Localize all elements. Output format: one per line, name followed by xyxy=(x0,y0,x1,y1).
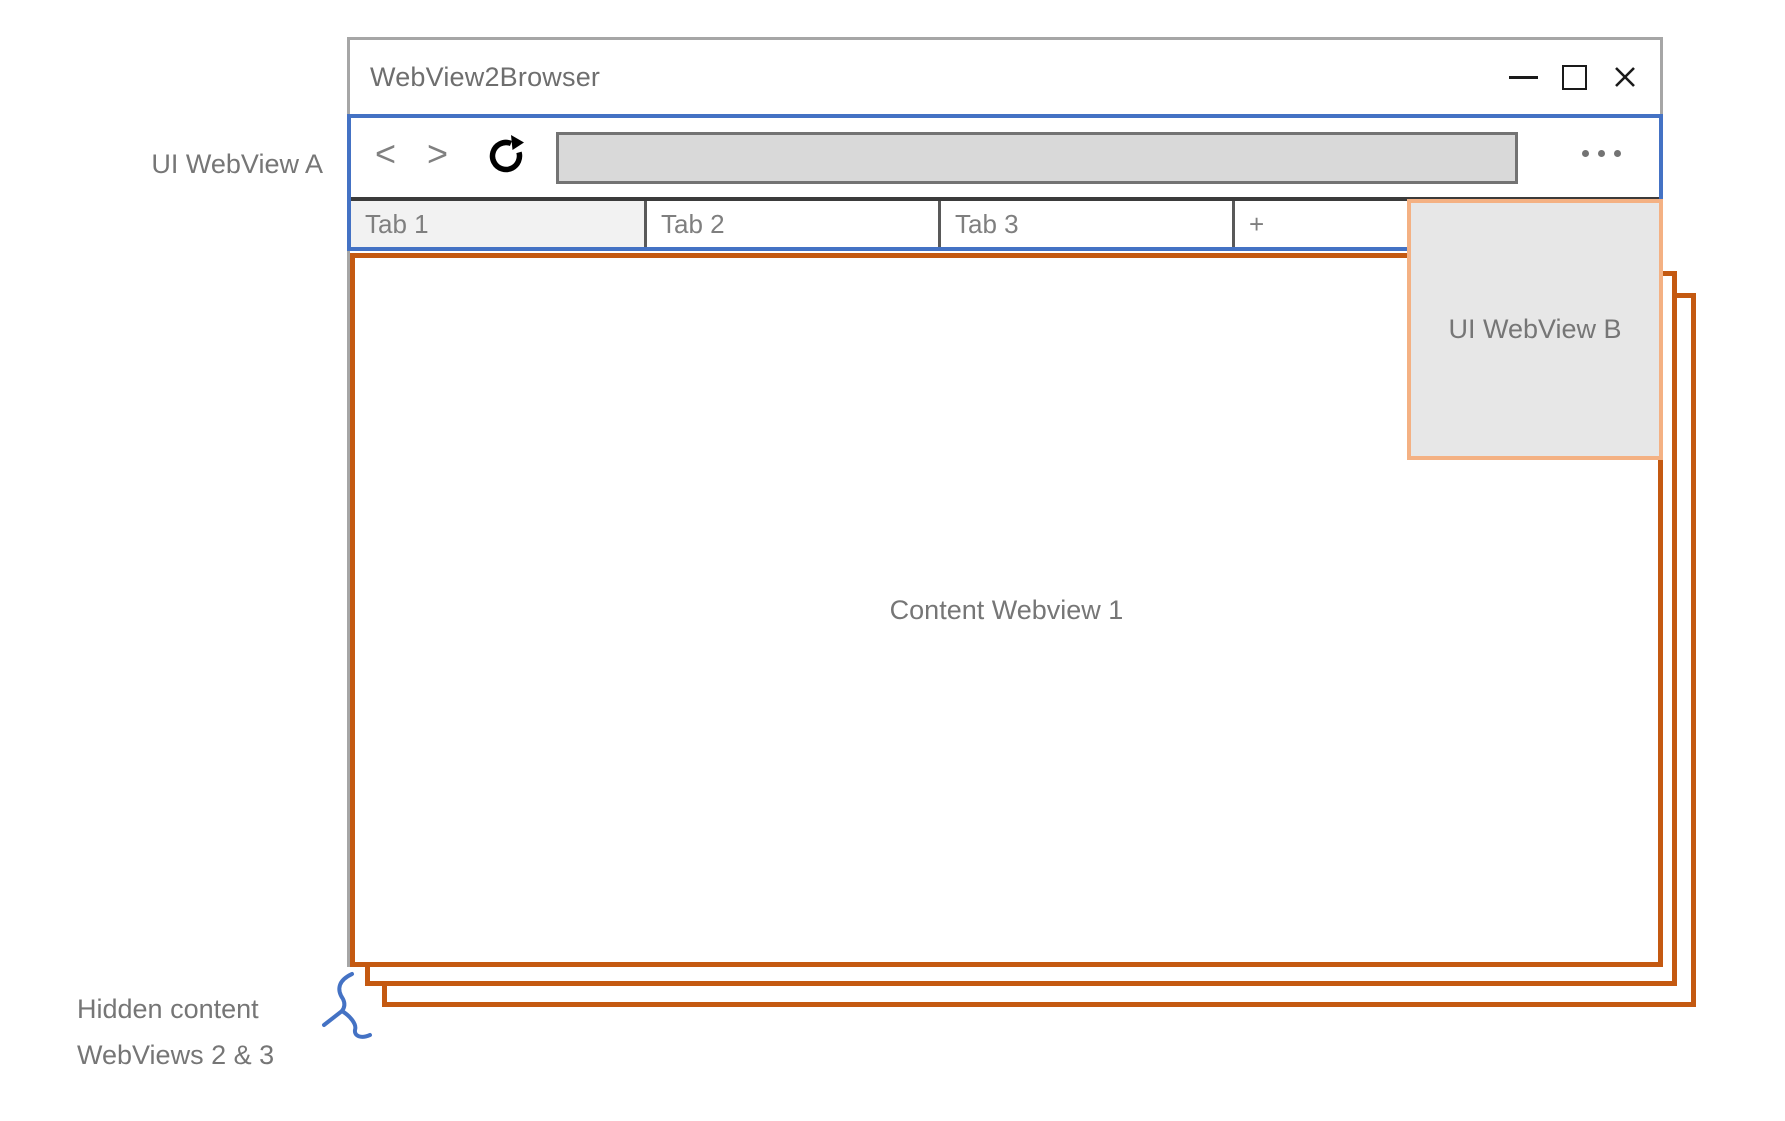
ellipsis-dot xyxy=(1582,150,1589,157)
hidden-webviews-label: Hidden content WebViews 2 & 3 xyxy=(77,986,274,1078)
title-bar: WebView2Browser xyxy=(350,40,1660,114)
more-menu-button[interactable] xyxy=(1582,150,1621,157)
forward-icon: > xyxy=(427,133,449,174)
tab-3-label: Tab 3 xyxy=(955,208,1019,239)
hidden-webviews-label-line1: Hidden content xyxy=(77,994,259,1024)
maximize-icon xyxy=(1561,64,1587,90)
maximize-button[interactable] xyxy=(1559,62,1589,92)
brace-icon xyxy=(322,972,372,1039)
new-tab-icon: + xyxy=(1249,208,1265,239)
ui-webview-b-panel: UI WebView B xyxy=(1407,199,1663,460)
tab-2[interactable]: Tab 2 xyxy=(647,201,941,247)
window-controls xyxy=(1508,40,1640,114)
minimize-button[interactable] xyxy=(1508,62,1538,92)
tab-1[interactable]: Tab 1 xyxy=(351,201,647,247)
tab-1-label: Tab 1 xyxy=(365,208,429,239)
back-button[interactable]: < xyxy=(375,136,396,172)
close-button[interactable] xyxy=(1610,62,1640,92)
navigation-bar: < > xyxy=(351,118,1659,197)
reload-icon xyxy=(489,135,524,173)
minimize-icon xyxy=(1508,75,1538,79)
ellipsis-dot xyxy=(1614,150,1621,157)
address-bar-input[interactable] xyxy=(556,132,1518,184)
tab-3[interactable]: Tab 3 xyxy=(941,201,1235,247)
window-title: WebView2Browser xyxy=(370,61,601,92)
content-webview-1-label: Content Webview 1 xyxy=(889,594,1124,625)
ui-webview-a-frame: < > Tab 1 xyxy=(347,114,1663,251)
close-icon xyxy=(1615,67,1635,87)
tab-2-label: Tab 2 xyxy=(661,208,725,239)
reload-button[interactable] xyxy=(485,134,527,176)
ellipsis-dot xyxy=(1598,150,1605,157)
forward-button[interactable]: > xyxy=(427,136,448,172)
back-icon: < xyxy=(375,133,397,174)
ui-webview-a-label: UI WebView A xyxy=(151,149,323,179)
ui-webview-b-label: UI WebView B xyxy=(1448,314,1622,344)
hidden-webviews-label-line2: WebViews 2 & 3 xyxy=(77,1040,275,1070)
